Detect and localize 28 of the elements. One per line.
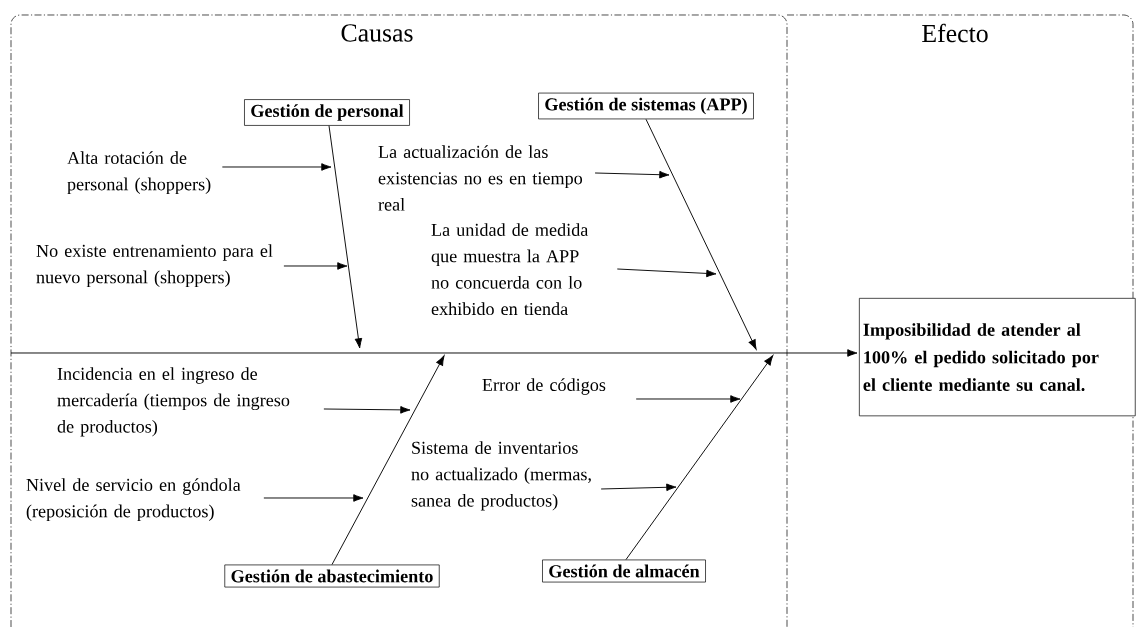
bone-arrow xyxy=(331,355,445,566)
cause-text: Incidencia en el ingreso de mercadería (tiempos de ingreso de productos) xyxy=(57,367,290,437)
cause-arrow xyxy=(263,494,364,502)
category-box: Gestión de sistemas (APP) xyxy=(538,92,754,120)
cause-arrow xyxy=(323,406,411,414)
cause-arrow xyxy=(616,268,717,278)
category-box: Gestión de abastecimiento xyxy=(224,564,440,588)
section-heading: Causas xyxy=(341,24,413,42)
cause-text: La actualización de las existencias no es en tiempo real xyxy=(378,145,583,211)
cause-arrow xyxy=(635,395,741,403)
section-heading: Efecto xyxy=(922,23,988,43)
cause-arrow xyxy=(600,483,677,492)
cause-arrow xyxy=(221,163,332,171)
cause-text: Alta rotación de personal (shoppers) xyxy=(67,151,211,195)
fishbone-spine xyxy=(10,349,858,357)
category-box: Gestión de personal xyxy=(244,99,410,126)
cause-arrow xyxy=(594,170,670,179)
effect-box: Imposibilidad de atender al 100% el pedido solicitado por el cliente mediante su canal. xyxy=(859,298,1136,417)
cause-text: La unidad de medida que muestra la APP no concuerda con lo exhibido en tienda xyxy=(431,223,589,316)
cause-text: Error de códigos xyxy=(482,378,606,395)
cause-text: No existe entrenamiento para el nuevo personal (shoppers) xyxy=(36,244,273,288)
cause-arrow xyxy=(283,262,348,270)
bone-arrow xyxy=(645,118,757,350)
cause-text: Sistema de inventarios no actualizado (mermas, sanea de productos) xyxy=(411,441,591,511)
category-box: Gestión de almacén xyxy=(542,559,706,583)
cause-text: Nivel de servicio en góndola (reposición de productos) xyxy=(26,478,241,522)
bone-arrow xyxy=(625,355,774,561)
bone-arrow xyxy=(328,125,363,349)
